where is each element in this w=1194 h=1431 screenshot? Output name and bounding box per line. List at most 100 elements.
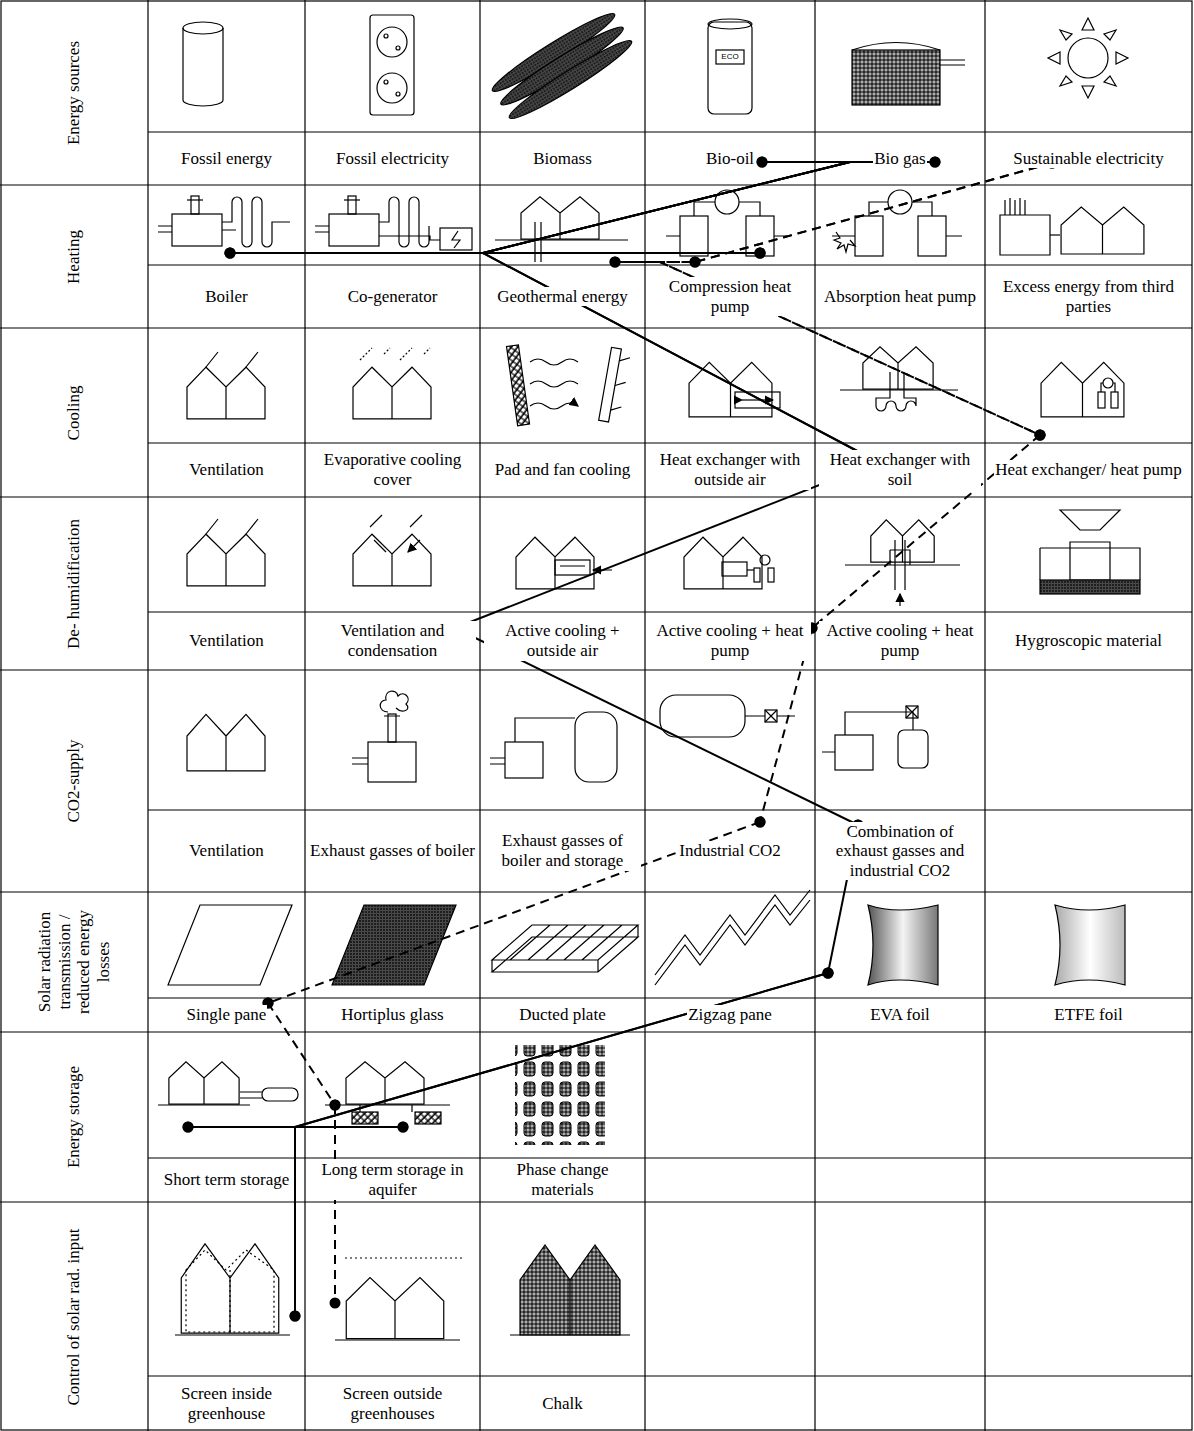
cell-label: Hortiplus glass	[340, 1005, 444, 1025]
cell-label: Bio gas	[873, 149, 926, 169]
dashed-route-line	[330, 1100, 341, 1309]
cell-label-band: Long term storage in aquifer	[305, 1158, 480, 1202]
connector-dot	[1035, 430, 1046, 441]
row-heading: Energy sources	[64, 7, 84, 178]
cell-label: Ducted plate	[518, 1005, 606, 1025]
connector-dot	[823, 968, 834, 979]
cell-label: Bio-oil	[705, 149, 755, 169]
table-cell: Short term storage	[148, 1032, 305, 1202]
solid-route-line	[295, 968, 834, 1133]
cell-label-band: Zigzag pane	[645, 998, 815, 1032]
table-cell: Chalk	[480, 1202, 645, 1431]
cell-label-band: Geothermal energy	[480, 265, 645, 328]
row-heading: Cooling	[64, 335, 84, 490]
table-cell: Excess energy from third parties	[985, 185, 1192, 328]
row-heading: Solar radiation transmission / reduced e…	[35, 899, 113, 1025]
dashed-route-line	[610, 257, 1046, 441]
solar-control-icons	[175, 1244, 630, 1340]
cell-label: Active cooling + heat pump	[649, 621, 811, 660]
cell-label-band: Hygroscopic material	[985, 612, 1192, 670]
connector-dot	[1035, 430, 1046, 441]
table-cell: Industrial CO2	[645, 670, 815, 892]
cell-label-band: Co-generator	[305, 265, 480, 328]
row-header: Energy storage	[0, 1032, 148, 1202]
table-cell: Geothermal energy	[480, 185, 645, 328]
energy-source-icons	[183, 7, 1128, 126]
connector-line	[188, 973, 828, 1127]
connector-dot	[757, 157, 768, 168]
row-header: CO2-supply	[0, 670, 148, 892]
row-heading: CO2-supply	[64, 677, 84, 885]
connector-dot	[330, 1100, 341, 1111]
co2-supply-icons	[187, 691, 928, 782]
cell-label-band: Chalk	[480, 1376, 645, 1431]
cell-label: Fossil electricity	[335, 149, 450, 169]
table-cell: Sustainable electricity	[985, 0, 1192, 185]
cell-label: Ventilation and condensation	[309, 621, 476, 660]
cover-material-icons	[168, 890, 1125, 985]
row-header: Cooling	[0, 328, 148, 497]
table-cell: Co-generator	[305, 185, 480, 328]
connector-dot	[690, 257, 701, 268]
cell-label-band: Boiler	[148, 265, 305, 328]
cell-label: Fossil energy	[180, 149, 273, 169]
cooling-icons	[187, 345, 1124, 426]
cell-label-band: Hortiplus glass	[305, 998, 480, 1032]
cell-label: Long term storage in aquifer	[309, 1160, 476, 1199]
connector-line	[483, 253, 878, 462]
connector-dot	[290, 1311, 301, 1322]
connector-line	[295, 973, 828, 1127]
table-cell: Heat exchanger with outside air	[645, 328, 815, 497]
cell-label-band: Single pane	[148, 998, 305, 1032]
row-header: Control of solar rad. input	[0, 1202, 148, 1431]
table-cell: Ventilation	[148, 328, 305, 497]
connector-dot	[290, 1311, 301, 1322]
connector-dot	[183, 1122, 194, 1133]
table-cell: Screen inside greenhouse	[148, 1202, 305, 1431]
cell-label-band: Fossil energy	[148, 132, 305, 185]
table-cell: Absorption heat pump	[815, 185, 985, 328]
cell-label-band: Ventilation	[148, 810, 305, 892]
solid-route-line	[290, 1122, 409, 1322]
connector-dot	[225, 248, 236, 259]
cell-label: Sustainable electricity	[1012, 149, 1165, 169]
dashed-route-line	[690, 158, 1058, 268]
row-header: Energy sources	[0, 0, 148, 185]
cell-label: Active cooling + outside air	[484, 621, 641, 660]
cell-label: Heat exchanger with soil	[819, 450, 981, 489]
cell-label-band: Heat exchanger with outside air	[645, 443, 815, 497]
storage-icons	[158, 1045, 605, 1145]
cell-label-band: Ventilation and condensation	[305, 612, 480, 670]
cell-label: Short term storage	[163, 1170, 291, 1190]
cell-label-band: Biomass	[480, 132, 645, 185]
table-cell: Hygroscopic material	[985, 497, 1192, 670]
cell-label-band: Industrial CO2	[645, 810, 815, 892]
connector-dot	[755, 248, 766, 259]
connector-dot	[757, 157, 768, 168]
cell-label-band: Sustainable electricity	[985, 132, 1192, 185]
table-cell: Heat exchanger with soil	[815, 328, 985, 497]
table-cell: ETFE foil	[985, 892, 1192, 1032]
connector-dot	[755, 817, 766, 828]
connector-line	[268, 1003, 335, 1105]
connector-line	[483, 162, 935, 253]
table-cell: Screen outside greenhouses	[305, 1202, 480, 1431]
connector-line	[295, 1127, 403, 1316]
table-cell: Zigzag pane	[645, 892, 815, 1032]
table-cell: Exhaust gasses of boiler	[305, 670, 480, 892]
solid-route-line	[225, 157, 851, 259]
connector-line	[615, 262, 1040, 435]
table-cell: Active cooling + outside air	[480, 497, 645, 670]
connector-dot	[610, 257, 621, 268]
cell-label-band: Absorption heat pump	[815, 265, 985, 328]
cell-label-band: Bio gas	[815, 132, 985, 185]
connector-dot	[610, 257, 621, 268]
cell-label-band: Exhaust gasses of boiler	[305, 810, 480, 892]
cell-label-band: EVA foil	[815, 998, 985, 1032]
cell-label-band: Screen inside greenhouse	[148, 1376, 305, 1431]
table-cell: Compression heat pump	[645, 185, 815, 328]
icon-text: ECO	[716, 53, 744, 61]
cell-label: Chalk	[541, 1394, 584, 1414]
